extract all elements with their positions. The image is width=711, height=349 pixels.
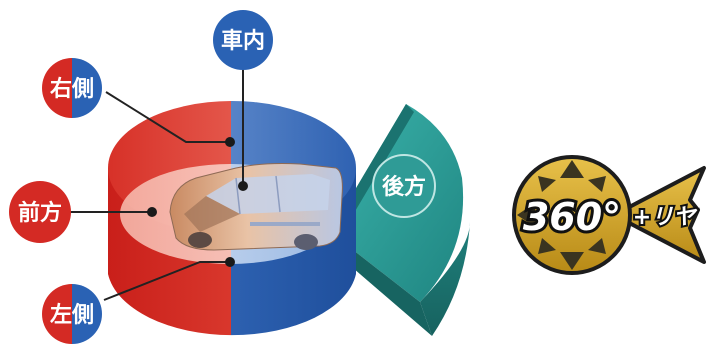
interior-dot — [238, 181, 248, 191]
right-dot — [225, 137, 235, 147]
car-illustration — [169, 163, 343, 251]
badge-arrow-upleft-icon — [538, 176, 556, 192]
label-right-text: 右側 — [50, 77, 94, 102]
badge-arrow-upright-icon — [588, 176, 606, 192]
label-left-text: 左側 — [50, 302, 94, 328]
badge-arrow-down-icon — [560, 252, 584, 270]
badge-main-text: 360° — [523, 195, 621, 239]
label-front: 前方 — [9, 181, 71, 243]
badge-arrow-up-icon — [560, 160, 584, 178]
leader-dots — [147, 137, 248, 267]
label-rear: 後方 — [372, 154, 436, 218]
badge-rear-fin — [612, 166, 706, 264]
front-dot — [147, 207, 157, 217]
label-interior: 車内 — [213, 10, 273, 70]
badge-suffix-text: +リヤ — [633, 205, 698, 230]
label-front-text: 前方 — [18, 200, 62, 226]
left-leader — [103, 261, 230, 301]
badge-arrow-left-icon — [517, 203, 535, 227]
label-left: 左側 — [42, 284, 102, 344]
label-right: 右側 — [42, 58, 102, 118]
left-dot — [225, 257, 235, 267]
leader-lines — [70, 64, 244, 301]
badge-arrow-downright-icon — [588, 238, 606, 254]
360-rear-badge: 360° +リヤ — [512, 155, 706, 275]
label-interior-text: 車内 — [221, 29, 265, 54]
label-rear-text: 後方 — [382, 174, 426, 200]
right-leader — [105, 91, 230, 143]
badge-arrow-downleft-icon — [538, 238, 556, 254]
